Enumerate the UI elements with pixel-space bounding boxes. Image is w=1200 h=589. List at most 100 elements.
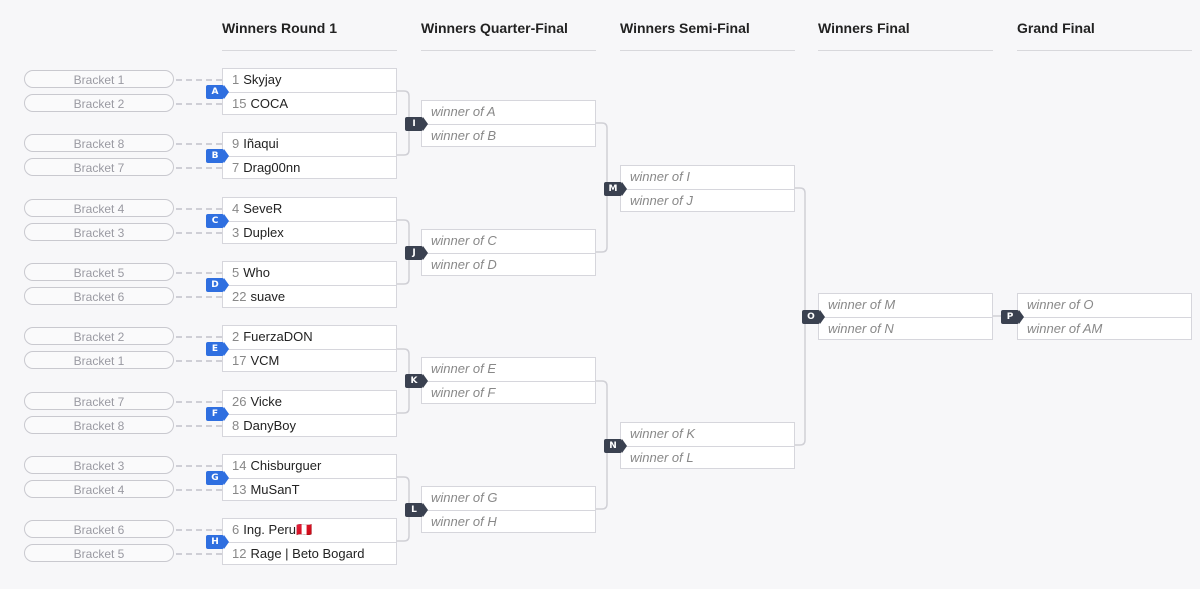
match-participant[interactable]: winner of K bbox=[621, 423, 794, 445]
match-id-badge[interactable]: C bbox=[206, 214, 229, 228]
participant-placeholder: winner of D bbox=[431, 257, 497, 272]
slot-connector bbox=[176, 103, 222, 105]
round-title-grand-final: Grand Final bbox=[1017, 20, 1095, 36]
participant-name: Rage | Beto Bogard bbox=[250, 546, 365, 561]
bracket-slot: Bracket 8 bbox=[24, 134, 174, 152]
match-id-badge[interactable]: K bbox=[405, 374, 428, 388]
match-participant[interactable]: winner of B bbox=[422, 124, 595, 146]
match-participant[interactable]: winner of AM bbox=[1018, 317, 1191, 339]
bracket-slot: Bracket 5 bbox=[24, 544, 174, 562]
participant-seed: 2 bbox=[232, 329, 240, 344]
slot-connector bbox=[176, 208, 222, 210]
match-participant[interactable]: winner of J bbox=[621, 189, 794, 211]
match-id-badge[interactable]: B bbox=[206, 149, 229, 163]
participant-name: Skyjay bbox=[243, 72, 282, 87]
match-participant[interactable]: winner of F bbox=[422, 381, 595, 403]
match-participant[interactable]: winner of E bbox=[422, 358, 595, 380]
match-id-badge[interactable]: L bbox=[405, 503, 428, 517]
participant-placeholder: winner of E bbox=[431, 361, 497, 376]
match-id-badge[interactable]: A bbox=[206, 85, 229, 99]
match-card[interactable]: winner of O winner of AM bbox=[1017, 293, 1192, 340]
round-divider bbox=[818, 50, 993, 51]
match-participant[interactable]: winner of G bbox=[422, 487, 595, 509]
slot-connector bbox=[176, 553, 222, 555]
participant-seed: 5 bbox=[232, 265, 240, 280]
match-participant[interactable]: winner of M bbox=[819, 294, 992, 316]
match-id-badge[interactable]: J bbox=[405, 246, 428, 260]
participant-seed: 8 bbox=[232, 418, 240, 433]
match-id-badge[interactable]: D bbox=[206, 278, 229, 292]
match-card[interactable]: winner of E winner of F bbox=[421, 357, 596, 404]
match-participant[interactable]: winner of C bbox=[422, 230, 595, 252]
match-id-badge[interactable]: P bbox=[1001, 310, 1024, 324]
match-participant[interactable]: winner of L bbox=[621, 446, 794, 468]
match-id-badge[interactable]: M bbox=[604, 182, 627, 196]
match-participant[interactable]: winner of N bbox=[819, 317, 992, 339]
participant-name: VCM bbox=[250, 353, 280, 368]
participant-name: Iñaqui bbox=[243, 136, 279, 151]
slot-connector bbox=[176, 232, 222, 234]
bracket-slot: Bracket 3 bbox=[24, 456, 174, 474]
participant-seed: 3 bbox=[232, 225, 240, 240]
participant-name: Vicke bbox=[250, 394, 283, 409]
match-participant[interactable]: winner of O bbox=[1018, 294, 1191, 316]
match-participant[interactable]: winner of H bbox=[422, 510, 595, 532]
participant-name: MuSanT bbox=[250, 482, 300, 497]
bracket-slot: Bracket 3 bbox=[24, 223, 174, 241]
bracket-slot: Bracket 4 bbox=[24, 199, 174, 217]
match-participant[interactable]: winner of D bbox=[422, 253, 595, 275]
participant-name: SeveR bbox=[243, 201, 283, 216]
slot-connector bbox=[176, 489, 222, 491]
participant-seed: 13 bbox=[232, 482, 247, 497]
match-card[interactable]: winner of C winner of D bbox=[421, 229, 596, 276]
bracket-slot: Bracket 2 bbox=[24, 94, 174, 112]
bracket-slot: Bracket 7 bbox=[24, 392, 174, 410]
slot-connector bbox=[176, 425, 222, 427]
match-id-badge[interactable]: F bbox=[206, 407, 229, 421]
participant-placeholder: winner of I bbox=[630, 169, 690, 184]
participant-seed: 15 bbox=[232, 96, 247, 111]
match-participant[interactable]: winner of I bbox=[621, 166, 794, 188]
participant-name: suave bbox=[250, 289, 286, 304]
match-id-badge[interactable]: I bbox=[405, 117, 428, 131]
match-id-badge[interactable]: E bbox=[206, 342, 229, 356]
participant-placeholder: winner of O bbox=[1027, 297, 1094, 312]
match-id-badge[interactable]: H bbox=[206, 535, 229, 549]
match-id-badge[interactable]: O bbox=[802, 310, 825, 324]
match-card[interactable]: winner of I winner of J bbox=[620, 165, 795, 212]
participant-seed: 17 bbox=[232, 353, 247, 368]
match-id-badge[interactable]: G bbox=[206, 471, 229, 485]
round-title-winners-final: Winners Final bbox=[818, 20, 910, 36]
participant-seed: 26 bbox=[232, 394, 247, 409]
match-id-badge[interactable]: N bbox=[604, 439, 627, 453]
match-participant[interactable]: winner of A bbox=[422, 101, 595, 123]
